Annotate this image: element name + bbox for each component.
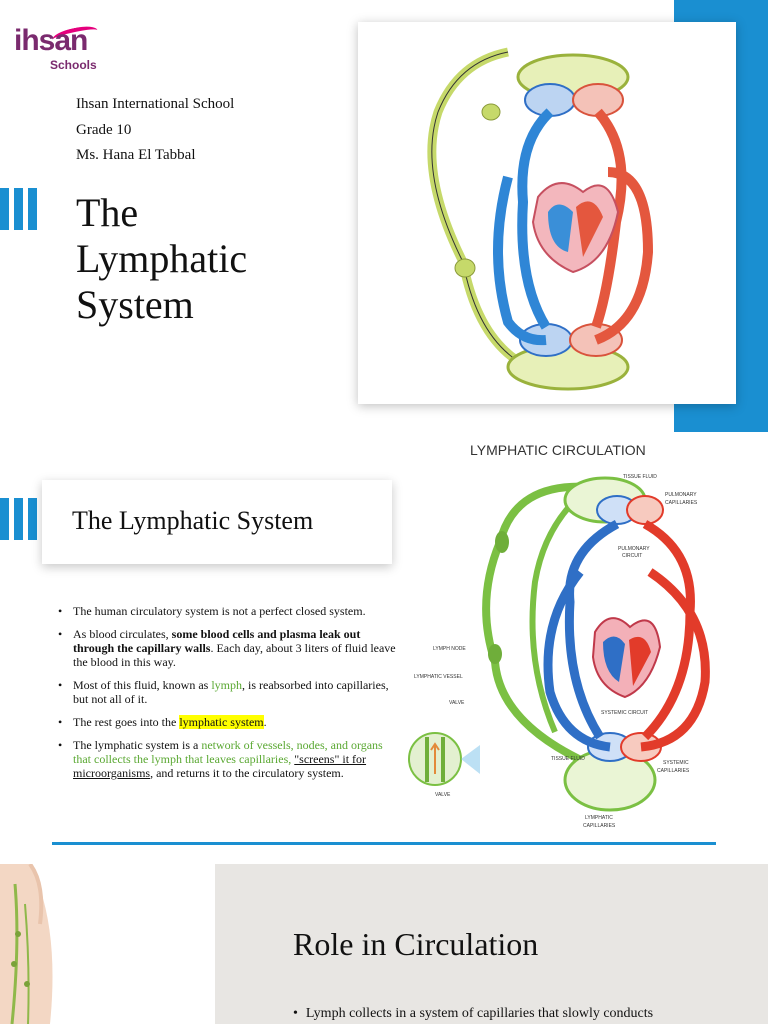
underlined-phrase: "screens" it for microorganisms [73,752,367,780]
bullet-text: The lymphatic system is a [73,738,202,752]
slide-title-card: The Lymphatic System [42,480,392,564]
bullet-text: , is reabsorbed into capillaries, but no… [73,678,389,706]
teacher-name: Ms. Hana El Tabbal [76,147,196,163]
slide-title: Role in Circulation [293,926,539,962]
school-name: Ihsan International School [76,96,235,112]
slide-title: The Lymphatic System [76,190,247,328]
bullet-text: The rest goes into the [73,715,180,729]
label-lymphatic-capillaries: CAPILLARIES [583,823,616,829]
slide-divider-line [52,842,716,845]
diagram-title: LYMPHATIC CIRCULATION [470,442,646,458]
circulation-image-card [358,22,736,404]
slide-title: The Lymphatic System [72,506,314,535]
title-line: System [76,282,194,327]
lymphatic-circulation-diagram: TISSUE FLUID PULMONARY CAPILLARIES PULMO… [408,474,710,829]
ihsan-schools-logo: ihsan Schools [12,12,99,74]
list-item: The rest goes into the lymphatic system. [58,715,398,729]
bullet-text: The human circulatory system is not a pe… [73,604,366,618]
label-lymph-node: LYMPH NODE [433,646,466,652]
lymph-term: lymph [211,678,243,692]
circulation-diagram-image [427,47,654,391]
label-systemic-circuit: SYSTEMIC CIRCUIT [601,710,648,716]
label-systemic-capillaries: SYSTEMIC [663,760,689,766]
logo-sub-text: Schools [50,58,97,72]
label-lymphatic-vessel: LYMPHATIC VESSEL [414,674,463,680]
accent-bars [0,498,37,540]
label-pulmonary-capillaries: CAPILLARIES [665,500,698,506]
grade-label: Grade 10 [76,122,132,138]
label-pulmonary-circuit: CIRCUIT [622,553,642,559]
label-lymphatic-capillaries: LYMPHATIC [585,815,613,821]
highlighted-term: lymphatic system [179,715,264,729]
anatomy-illustration [0,862,53,1025]
logo-main-text: ihsan [14,24,88,57]
green-phrase: network of vessels, nodes, and organs th… [73,738,383,766]
list-item: As blood circulates, some blood cells an… [58,627,398,669]
bullet-text: . Each day, about 3 liters of fluid leav… [73,641,396,669]
label-tissue-fluid-bottom: TISSUE FLUID [551,756,585,762]
bullet-text: . [263,715,267,729]
label-valve: VALVE [435,792,451,798]
label-systemic-capillaries: CAPILLARIES [657,768,690,774]
bullet-text: Lymph collects in a system of capillarie… [293,1006,653,1022]
list-item: The human circulatory system is not a pe… [58,604,398,618]
accent-bars [0,188,37,230]
bullet-bold-text: some blood cells and plasma leak out thr… [73,627,361,655]
label-pulmonary-circuit: PULMONARY [618,546,650,552]
bullet-text: As blood circulates, [73,627,172,641]
accent-bar [14,498,23,540]
accent-bar [14,188,23,230]
accent-bar [0,498,9,540]
title-line: Lymphatic [76,236,248,281]
bullet-text: , and returns it to the circulatory syst… [150,766,344,780]
label-pulmonary-capillaries: PULMONARY [665,492,697,498]
accent-bar [0,188,9,230]
bullet-list: The human circulatory system is not a pe… [58,604,398,789]
bullet-text: Most of this fluid, known as [73,678,212,692]
list-item: The lymphatic system is a network of ves… [58,738,398,780]
lymph-anatomy-photo [0,862,215,1025]
title-line: The [76,190,139,235]
label-tissue-fluid-top: TISSUE FLUID [623,474,657,480]
accent-bar [28,188,37,230]
title-slide: ihsan Schools Ihsan International School… [0,0,768,432]
accent-bar [28,498,37,540]
list-item: Most of this fluid, known as lymph, is r… [58,678,398,706]
label-valve: VALVE [449,700,465,706]
